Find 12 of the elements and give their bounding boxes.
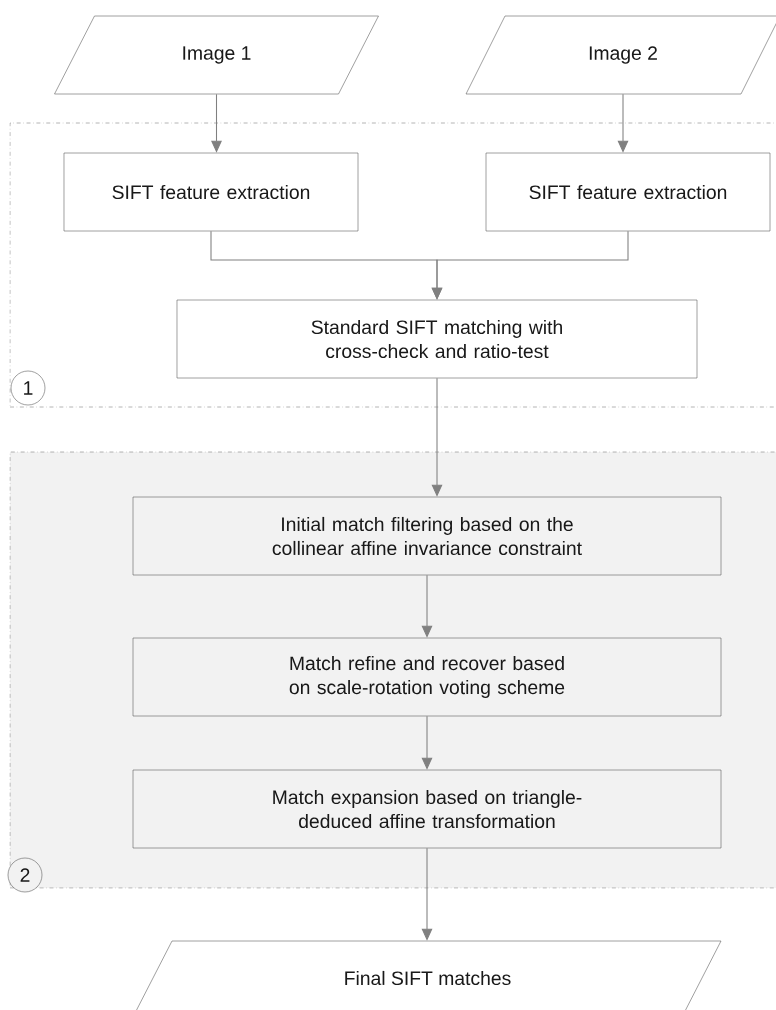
data-parallelogram: Image 2 — [465, 15, 776, 95]
data-parallelogram: Final SIFT matches — [133, 940, 722, 1010]
process-box: SIFT feature extraction — [485, 152, 771, 232]
process-box: Standard SIFT matching with cross-check and ratio-test — [176, 299, 698, 379]
group-band — [9, 122, 776, 408]
process-box: Match refine and recover based on scale-rotation voting scheme — [132, 637, 722, 717]
data-parallelogram: Image 1 — [54, 15, 379, 95]
process-box: SIFT feature extraction — [63, 152, 359, 232]
process-box: Initial match filtering based on the collinear affine invariance constraint — [132, 496, 722, 576]
step-number: 1 — [10, 370, 46, 406]
process-box: Match expansion based on triangle-deduced affine transformation — [132, 769, 722, 849]
step-number: 2 — [7, 857, 43, 893]
